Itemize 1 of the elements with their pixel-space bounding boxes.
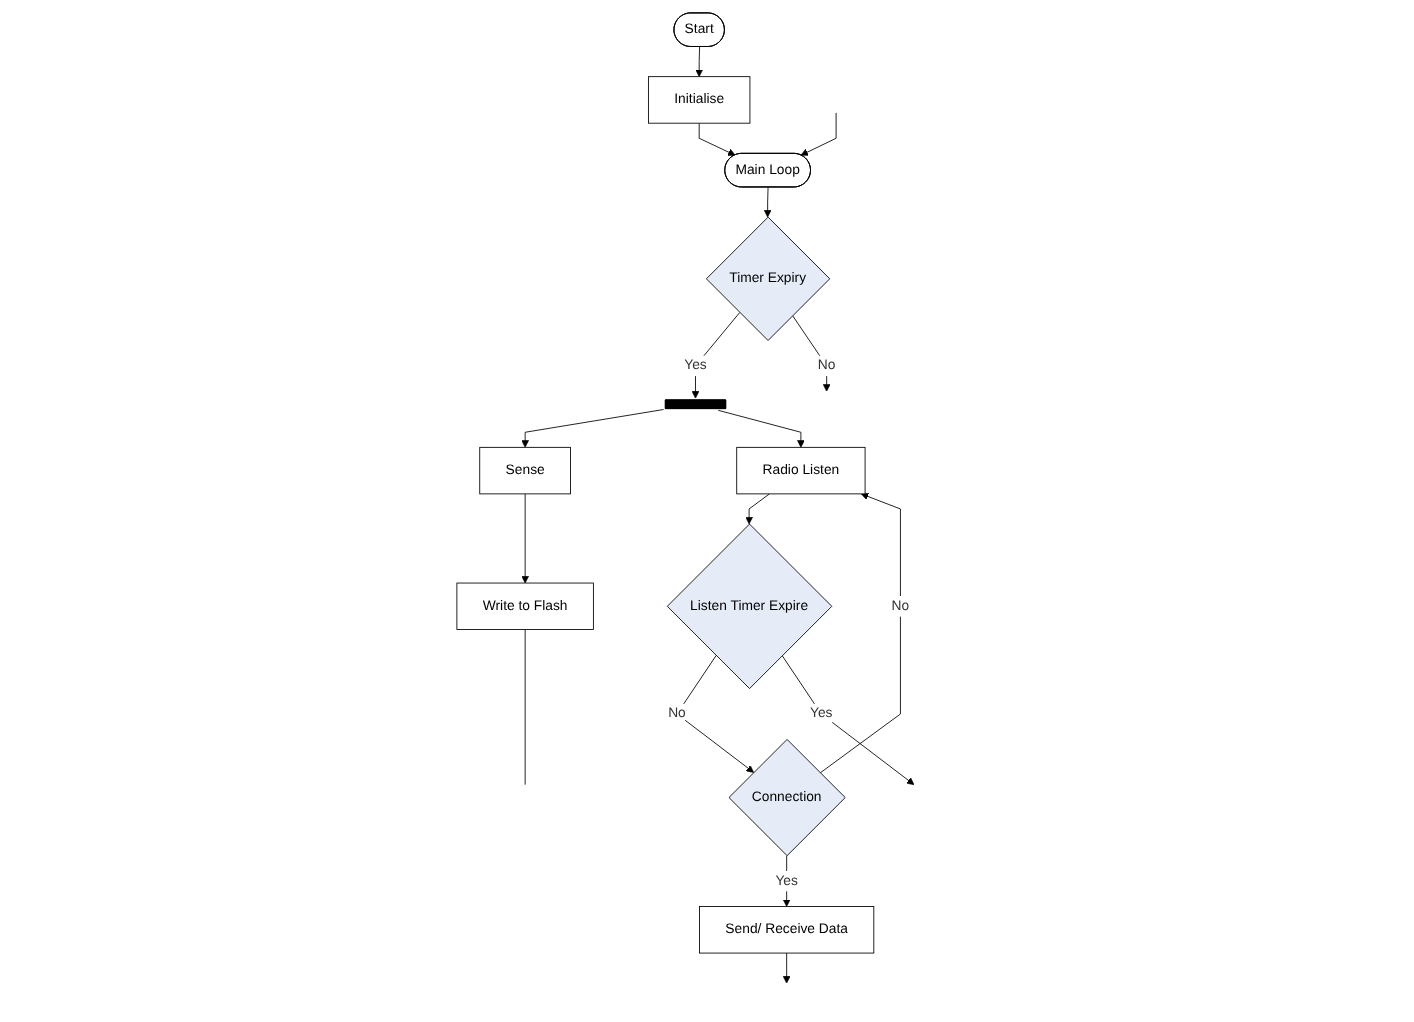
- connector: [524, 629, 526, 786]
